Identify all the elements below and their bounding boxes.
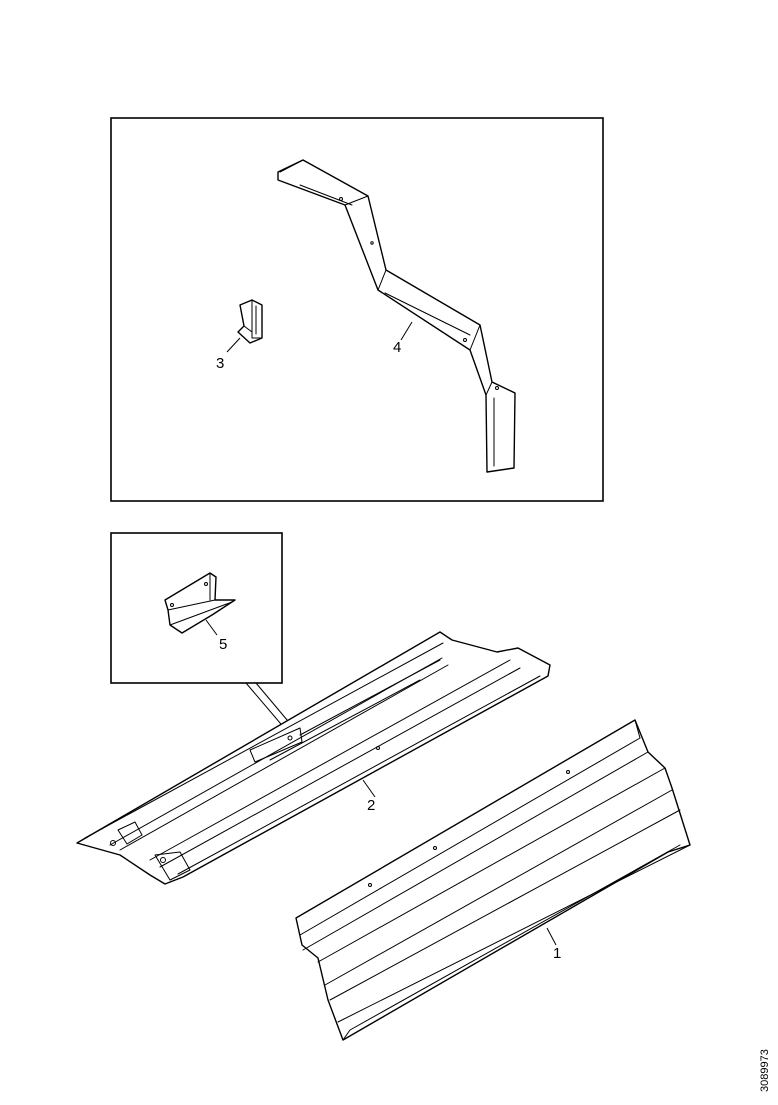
panel-part-1: [295, 719, 691, 1041]
callout-1: 1: [553, 945, 561, 962]
panel-part-2: [76, 631, 551, 885]
upper-detail-frame: [110, 117, 604, 502]
callout-3: 3: [216, 355, 224, 372]
document-id: 3089973: [759, 1049, 771, 1092]
leader-line-4: [400, 321, 413, 341]
bracket-part-4: [277, 159, 516, 473]
clip-part-3: [237, 299, 263, 344]
callout-2: 2: [367, 797, 375, 814]
leader-line-5: [205, 619, 218, 636]
callout-5: 5: [219, 636, 227, 653]
callout-4: 4: [393, 339, 401, 356]
leader-line-3: [226, 337, 241, 353]
bracket-part-5: [164, 572, 236, 634]
leader-line-1: [546, 927, 557, 946]
leader-line-2: [362, 779, 376, 798]
